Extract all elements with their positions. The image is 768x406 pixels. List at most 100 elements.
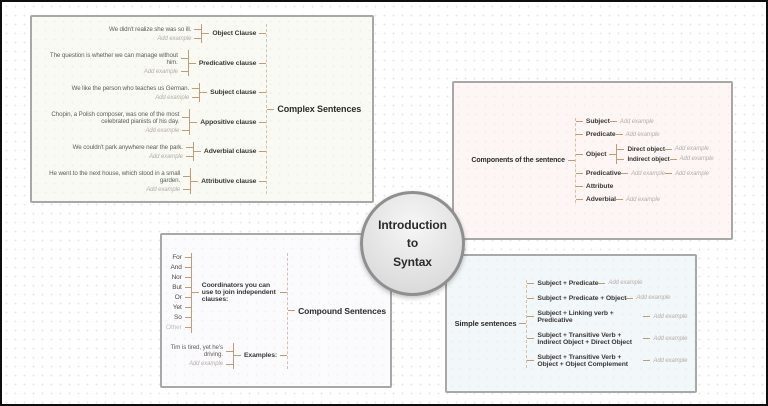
example-node[interactable]: Chopin, a Polish composer, was one of th… (44, 111, 189, 125)
component-node[interactable]: Predicate (576, 131, 616, 138)
example-node[interactable]: We like the person who teaches us German… (72, 85, 200, 92)
branch-pattern: Subject + Predicate Add example (527, 280, 642, 287)
add-example-button[interactable]: Add example (643, 314, 687, 320)
add-example-button[interactable]: Add example (665, 146, 709, 152)
branches-group: Subject + Predicate Add example Subject … (526, 279, 687, 368)
add-example-button[interactable]: Add example (665, 171, 709, 177)
add-example-button[interactable]: Add example (670, 156, 714, 162)
branch-examples: Tim is tired, yet he's driving. Add exam… (166, 342, 287, 369)
add-example-button[interactable]: Add example (157, 36, 201, 42)
clause-node[interactable]: Predicative clause (189, 60, 267, 67)
root-topic-compound-sentences[interactable]: Compound Sentences (288, 306, 386, 316)
root-topic-simple-sentences[interactable]: Simple sentences (455, 319, 527, 328)
branch-pattern: Subject + Transitive Verb + Indirect Obj… (527, 332, 687, 346)
component-node[interactable]: Subject (576, 118, 610, 125)
add-example-button[interactable]: Add example (616, 132, 660, 138)
clause-node[interactable]: Appositive clause (190, 119, 266, 126)
example-node[interactable]: The question is whether we can manage wi… (43, 52, 188, 66)
coordinator-node[interactable]: And (171, 264, 191, 271)
add-example-button[interactable]: Add example (145, 128, 189, 134)
example-text: We didn't realize she was so ill. (108, 25, 192, 33)
branch-appositive-clause: Chopin, a Polish composer, was one of th… (44, 109, 266, 135)
pattern-node[interactable]: Subject + Transitive Verb + Object + Obj… (527, 354, 643, 368)
example-node[interactable]: We didn't realize she was so ill. (109, 26, 201, 33)
add-example-button[interactable]: Add example (610, 119, 654, 125)
branches-group: For And Nor But Or Yet So Other Coordina… (166, 252, 289, 369)
clause-node[interactable]: Object Clause (202, 30, 266, 37)
example-text: He went to the next house, which stood i… (49, 169, 181, 184)
children-group: He went to the next house, which stood i… (45, 168, 192, 194)
clause-node[interactable]: Adverbial clause (194, 148, 266, 155)
children-group: Chopin, a Polish composer, was one of th… (44, 109, 191, 135)
coordinators-label-text: Coordinators you can use to join indepen… (201, 282, 276, 303)
component-node[interactable]: Indirect object (617, 156, 669, 163)
mindmap-compound: For And Nor But Or Yet So Other Coordina… (166, 252, 386, 369)
coordinator-node[interactable]: Nor (172, 274, 191, 281)
component-node[interactable]: Direct object (617, 146, 665, 153)
branches-group: Subject Add example Predicate Add exampl… (574, 118, 714, 203)
children-group: Direct object Add example Indirect objec… (616, 144, 714, 164)
add-example-button[interactable]: Add example (643, 358, 687, 364)
component-node[interactable]: Adverbial (576, 196, 616, 203)
pattern-node[interactable]: Subject + Transitive Verb + Indirect Obj… (527, 332, 643, 346)
branch-attributive-clause: He went to the next house, which stood i… (45, 168, 266, 194)
examples-label-node[interactable]: Examples: (234, 352, 287, 359)
add-example-button[interactable]: Add example (149, 154, 193, 160)
example-node[interactable]: He went to the next house, which stood i… (45, 170, 190, 184)
add-example-button[interactable]: Add example (643, 336, 687, 342)
coordinators-label-node[interactable]: Coordinators you can use to join indepen… (192, 282, 287, 303)
add-example-button[interactable]: Add example (621, 171, 665, 177)
example-node[interactable]: Tim is tired, yet he's driving. (166, 344, 233, 358)
branch-object: Object Direct object Add example Indirec… (576, 144, 714, 164)
coordinator-node[interactable]: But (172, 284, 190, 291)
root-topic-components[interactable]: Components of the sentence (471, 157, 574, 164)
coordinator-node[interactable]: Or (175, 294, 191, 301)
panel-compound-sentences: For And Nor But Or Yet So Other Coordina… (160, 233, 392, 388)
component-node[interactable]: Attribute (576, 183, 614, 190)
pattern-text: Subject + Transitive Verb + Object + Obj… (537, 353, 628, 368)
example-node[interactable]: We couldn't park anywhere near the park. (73, 144, 193, 151)
central-topic-line: to (406, 236, 419, 251)
branch-pattern: Subject + Predicate + Object Add example (527, 295, 670, 302)
coordinator-node[interactable]: So (174, 314, 191, 321)
add-example-button[interactable]: Add example (616, 197, 660, 203)
children-group: Tim is tired, yet he's driving. Add exam… (166, 342, 234, 369)
component-node[interactable]: Object (576, 151, 617, 158)
example-text: Tim is tired, yet he's driving. (170, 344, 223, 358)
add-example-button[interactable]: Add example (598, 280, 642, 286)
branch-subject: Subject Add example (576, 118, 654, 125)
pattern-node[interactable]: Subject + Linking verb + Predicative (527, 310, 643, 324)
add-example-button[interactable]: Add example (189, 361, 233, 367)
coordinator-node[interactable]: Yet (173, 304, 191, 311)
add-example-button[interactable]: Add example (146, 187, 190, 193)
example-text: We couldn't park anywhere near the park. (72, 143, 183, 151)
add-example-button[interactable]: Add example (144, 69, 188, 75)
component-node[interactable]: Predicative (576, 170, 621, 177)
clause-node[interactable]: Subject clause (200, 89, 266, 96)
root-topic-complex-sentences[interactable]: Complex Sentences (267, 104, 361, 114)
children-group: We like the person who teaches us German… (72, 83, 201, 102)
coordinator-node[interactable]: For (172, 254, 190, 261)
branch-attribute: Attribute (576, 183, 614, 190)
branch-adverbial-clause: We couldn't park anywhere near the park.… (73, 142, 267, 161)
coordinator-placeholder-node[interactable]: Other (166, 324, 191, 331)
add-example-button[interactable]: Add example (155, 95, 199, 101)
coordinators-group: For And Nor But Or Yet So Other (166, 252, 192, 333)
branch-coordinators: For And Nor But Or Yet So Other Coordina… (166, 252, 287, 333)
panel-sentence-components: Components of the sentence Subject Add e… (452, 81, 733, 240)
panel-simple-sentences: Simple sentences Subject + Predicate Add… (445, 254, 697, 393)
central-topic-line: Syntax (393, 254, 432, 269)
pattern-text: Subject + Transitive Verb + Indirect Obj… (537, 331, 632, 346)
panel-complex-sentences: We didn't realize she was so ill. Add ex… (30, 15, 374, 203)
branch-predicative: Predicative Add example Add example (576, 170, 709, 177)
clause-node[interactable]: Attributive clause (191, 178, 266, 185)
pattern-node[interactable]: Subject + Predicate + Object (527, 295, 626, 302)
central-topic[interactable]: Introduction to Syntax (360, 191, 465, 296)
branch-subject-clause: We like the person who teaches us German… (72, 83, 267, 102)
pattern-text: Subject + Predicate + Object (537, 294, 627, 302)
branch-indirect-object: Indirect object Add example (617, 156, 713, 163)
branch-pattern: Subject + Transitive Verb + Object + Obj… (527, 354, 687, 368)
add-example-button[interactable]: Add example (626, 295, 670, 301)
pattern-node[interactable]: Subject + Predicate (527, 280, 598, 287)
